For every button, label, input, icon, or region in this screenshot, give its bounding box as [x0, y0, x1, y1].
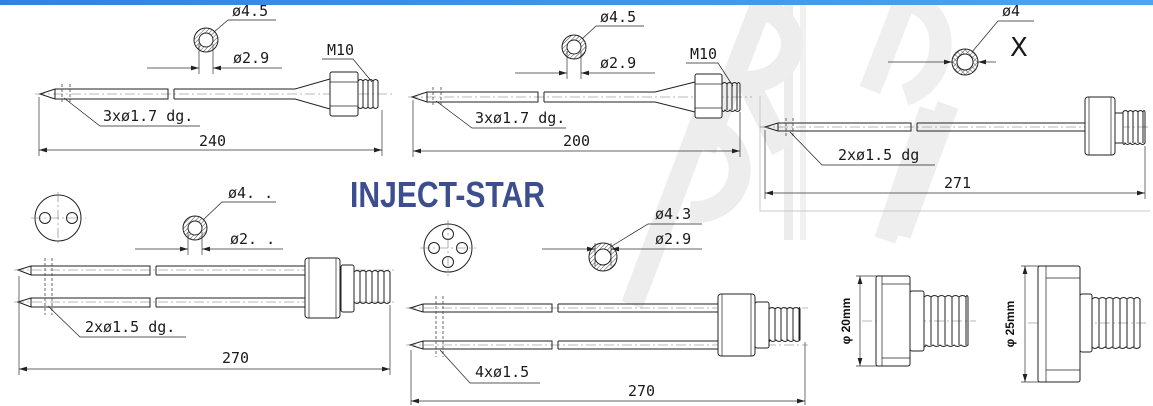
inner-diameter-label: ø2.9: [600, 54, 636, 72]
outer-diameter-label: ø4.5: [232, 2, 268, 20]
watermark-stroke: [874, 101, 959, 244]
flange: [1084, 96, 1116, 156]
holes-leader: [63, 97, 200, 127]
drawing-frame: [759, 96, 1150, 212]
coupling-thread: [768, 307, 801, 342]
length-extension-lines: [38, 97, 383, 156]
thread-label: M10: [327, 41, 354, 59]
outer-diameter-leader: [581, 25, 644, 40]
watermark-stroke: [859, 0, 952, 106]
flange-diameter-label: φ 25mm: [1003, 301, 1017, 348]
holes-leader: [439, 349, 540, 384]
length-label: 240: [199, 132, 226, 150]
outer-diameter-leader: [611, 223, 702, 247]
flange: [717, 293, 756, 357]
needle-tube: [38, 78, 331, 110]
needle-tube: [408, 303, 718, 313]
brand-title: INJECT-STAR: [350, 174, 545, 215]
length-extension-lines: [410, 342, 806, 405]
plate-centerlines: [420, 220, 476, 276]
male-thread: [357, 79, 379, 109]
needle-271-drawing: ø4 X 2xø1.5 dg 271: [759, 2, 1150, 212]
length-extension-lines: [764, 130, 1146, 199]
holes-leader: [47, 305, 186, 338]
length-label: 270: [628, 382, 655, 400]
length-label: 271: [944, 174, 971, 192]
flange-edges: [1045, 266, 1080, 382]
holes-label: 3xø1.7 dg.: [475, 109, 565, 127]
coupling-thread: [923, 295, 969, 347]
holes-label: 3xø1.7 dg.: [103, 107, 193, 125]
needle-200-drawing: ø4.5 ø2.9 M10 3xø1.7 dg. 200: [408, 8, 752, 157]
holes-label: 2xø1.5 dg: [838, 146, 919, 164]
holes-leader: [435, 100, 566, 129]
length-extension-lines: [412, 100, 741, 157]
outer-diameter-leader: [202, 201, 276, 221]
fitting-20mm-drawing: φ 20mm: [839, 275, 976, 367]
outer-diameter-leader: [213, 19, 276, 33]
plate-centerlines: [31, 192, 86, 244]
coupling-thread: [1122, 110, 1146, 145]
watermark-stroke: [694, 0, 803, 155]
needle-tube: [408, 340, 718, 350]
double-needle-270-drawing: ø4. . ø2. . 2xø1.5 dg. 270: [14, 184, 394, 375]
outer-diameter-label: ø4.3: [655, 205, 691, 223]
section-mark-label: X: [1010, 33, 1028, 63]
flange-diameter-label: φ 20mm: [839, 298, 853, 345]
needle-tube: [763, 122, 1085, 132]
holes-label: 4xø1.5: [475, 363, 529, 381]
flange: [1037, 265, 1081, 383]
thread-leader: [686, 62, 734, 87]
coupling-thread: [1091, 297, 1141, 349]
flange-step: [909, 290, 925, 352]
needle-hole: [66, 212, 78, 224]
flange-step: [1114, 112, 1124, 144]
thread-leader: [322, 58, 373, 83]
male-thread: [721, 82, 741, 112]
inner-diameter-label: ø2. .: [230, 230, 275, 248]
inner-diameter-label: ø2.9: [655, 230, 691, 248]
flange-step: [340, 264, 355, 313]
tube-cross-section: [951, 48, 979, 76]
outer-diameter-label: ø4.5: [600, 8, 636, 26]
flange-edges: [308, 258, 337, 318]
hex-nut-flats: [695, 83, 722, 109]
flange-edges: [721, 294, 752, 356]
flange-edges: [881, 276, 910, 366]
outer-diameter-label: ø4. .: [228, 184, 273, 202]
needle-tube: [410, 81, 696, 113]
quad-needle-270-drawing: ø4.3 ø2.9 4xø1.5 270: [406, 205, 808, 405]
length-label: 200: [563, 132, 590, 150]
needle-tube: [16, 265, 305, 276]
watermark-bar: [800, 0, 806, 240]
length-extension-lines: [18, 276, 391, 375]
needle-240-drawing: ø4.5 ø2.9 M10 3xø1.7 dg. 240: [35, 2, 392, 156]
flange: [875, 275, 911, 367]
holes-label: 2xø1.5 dg.: [85, 318, 175, 336]
inner-diameter-label: ø2.9: [233, 49, 269, 67]
hex-nut-flats: [330, 81, 358, 107]
fitting-25mm-drawing: φ 25mm: [1003, 265, 1146, 383]
length-label: 270: [222, 349, 249, 367]
outer-diameter-label: ø4: [1002, 2, 1020, 20]
holes-leader: [789, 131, 935, 166]
top-accent-bar: [0, 0, 1153, 5]
coupling-thread: [353, 270, 391, 304]
flange: [304, 257, 341, 319]
needle-tube: [16, 297, 305, 308]
flange-edges: [1088, 97, 1112, 155]
watermark-bar: [784, 0, 793, 240]
hex-nut: [694, 73, 723, 119]
hex-nut: [329, 71, 359, 117]
flange-step: [1079, 293, 1093, 353]
tube-cross-section: [588, 242, 618, 272]
outer-diameter-leader: [971, 20, 1034, 53]
flange-step: [754, 301, 770, 349]
thread-label: M10: [690, 45, 717, 63]
